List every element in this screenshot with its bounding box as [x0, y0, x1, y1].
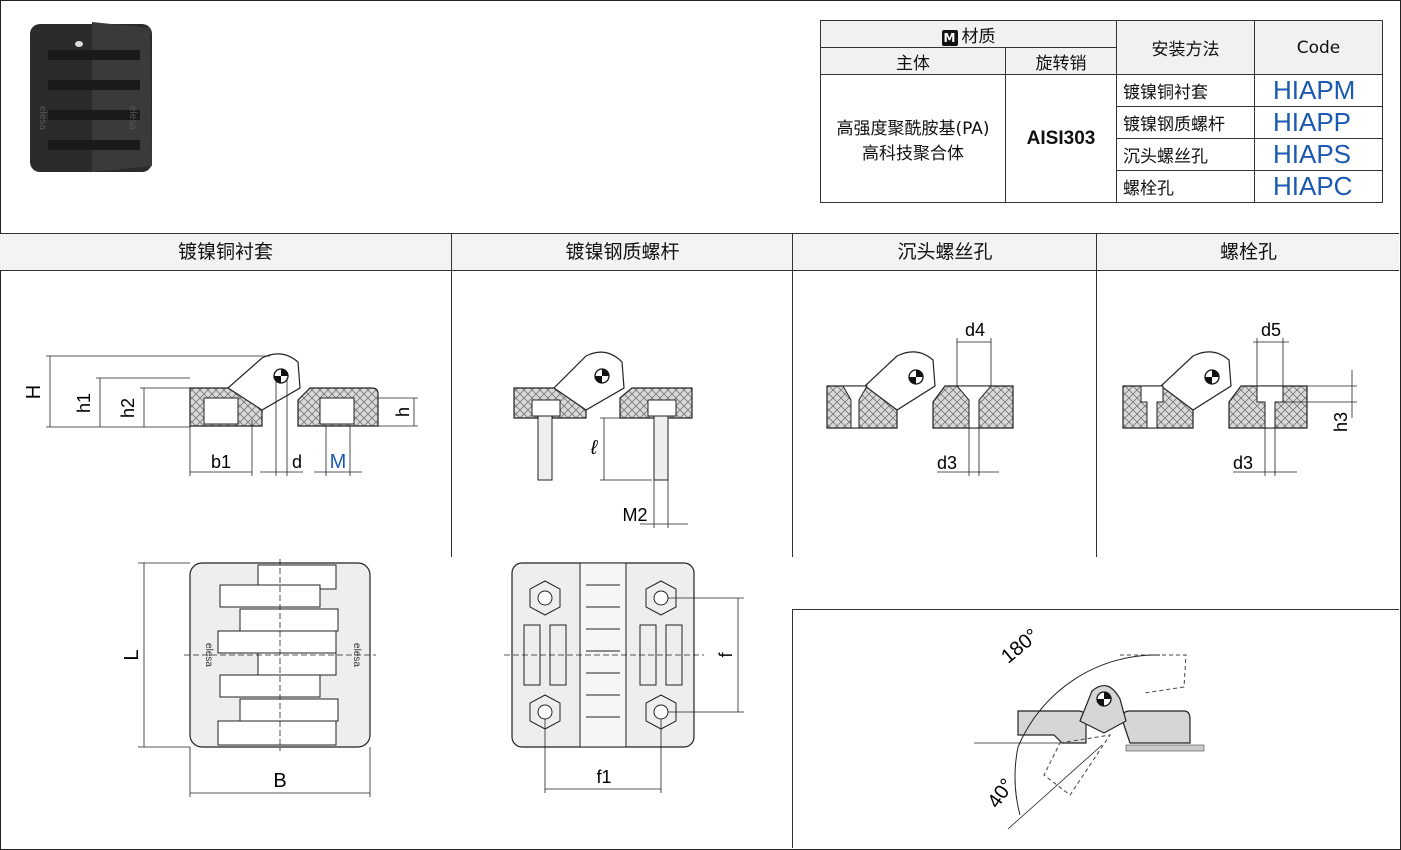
- bushing-section-drawing: H h1 h2 h b1 d M: [23, 353, 418, 476]
- bolt-hole-section-drawing: d5 d3 h3: [1122, 320, 1357, 476]
- dim-label: d4: [965, 320, 985, 340]
- divider: [1096, 269, 1097, 557]
- code-link[interactable]: HIAPM: [1254, 74, 1383, 107]
- body-material-line2: 高科技聚合体: [862, 143, 964, 164]
- svg-text:elesa: elesa: [37, 106, 48, 130]
- material-icon: M: [941, 29, 958, 46]
- countersunk-section-drawing: d4 d3: [826, 320, 1014, 476]
- dim-label: ℓ: [590, 437, 599, 459]
- top-view-drawing: elesa elesa L B: [121, 559, 376, 797]
- dim-label: d: [292, 452, 302, 472]
- rotation-angle-drawing: 180° 40°: [974, 625, 1205, 830]
- dim-label: d3: [937, 453, 957, 473]
- dim-label: H: [23, 385, 45, 399]
- divider: [792, 609, 1399, 610]
- divider: [792, 269, 793, 557]
- material-header: 材质: [961, 26, 996, 47]
- mounting-cell: 镀镍铜衬套: [1116, 74, 1255, 107]
- section-title: 沉头螺丝孔: [792, 234, 1097, 270]
- hinge-product-photo: elesa elesa: [30, 22, 152, 172]
- dim-label: M: [330, 451, 347, 473]
- section-header-band: 镀镍铜衬套 镀镍钢质螺杆 沉头螺丝孔 螺栓孔: [0, 233, 1399, 271]
- body-material-line1: 高强度聚酰胺基(PA): [836, 118, 990, 139]
- dim-label: d5: [1261, 320, 1281, 340]
- dim-label: L: [121, 649, 143, 660]
- body-header: 主体: [820, 47, 1006, 75]
- section-title: 镀镍钢质螺杆: [451, 234, 793, 270]
- mounting-cell: 螺栓孔: [1116, 170, 1255, 203]
- dim-label: B: [273, 770, 286, 792]
- dim-label: M2: [622, 505, 647, 525]
- angle-label: 40°: [983, 775, 1018, 812]
- dim-label: h: [393, 407, 413, 417]
- dim-label: h1: [74, 393, 94, 413]
- screw-section-drawing: ℓ M2: [513, 351, 693, 528]
- code-link[interactable]: HIAPS: [1254, 138, 1383, 171]
- svg-text:elesa: elesa: [351, 643, 362, 667]
- section-title: 螺栓孔: [1096, 234, 1400, 270]
- pin-material: AISI303: [1005, 74, 1117, 203]
- angle-label: 180°: [997, 625, 1043, 668]
- svg-text:elesa: elesa: [127, 106, 138, 130]
- section-title: 镀镍铜衬套: [177, 241, 273, 263]
- dim-label: b1: [211, 452, 231, 472]
- dim-label: h3: [1331, 412, 1351, 432]
- body-material: 高强度聚酰胺基(PA) 高科技聚合体: [820, 74, 1006, 203]
- code-link[interactable]: HIAPC: [1254, 170, 1383, 203]
- svg-text:elesa: elesa: [203, 643, 214, 667]
- dim-label: d3: [1233, 453, 1253, 473]
- code-link[interactable]: HIAPP: [1254, 106, 1383, 139]
- divider: [792, 609, 793, 848]
- divider: [451, 269, 452, 557]
- bottom-view-drawing: f f1: [504, 562, 744, 793]
- dim-label: f: [716, 652, 736, 658]
- mounting-cell: 镀镍钢质螺杆: [1116, 106, 1255, 139]
- pin-header: 旋转销: [1005, 47, 1117, 75]
- mounting-header: 安装方法: [1116, 20, 1255, 75]
- dim-label: h2: [118, 398, 138, 418]
- code-header: Code: [1254, 20, 1383, 75]
- dim-label: f1: [596, 767, 611, 787]
- mounting-cell: 沉头螺丝孔: [1116, 138, 1255, 171]
